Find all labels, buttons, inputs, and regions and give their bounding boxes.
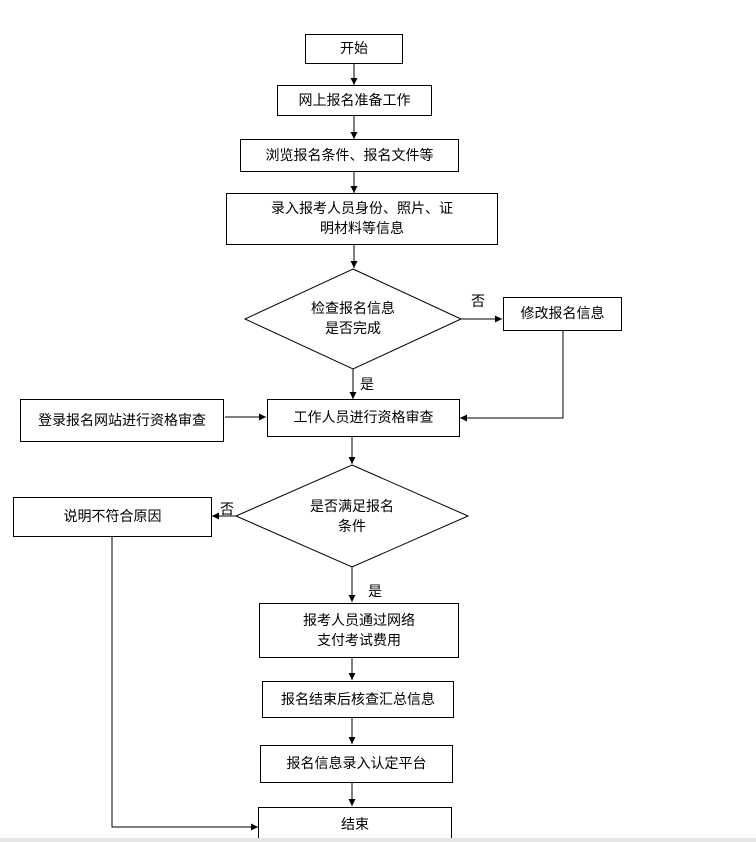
- prepare-label: 网上报名准备工作: [298, 92, 411, 109]
- pay-fee-node: 报考人员通过网络 支付考试费用: [259, 603, 459, 658]
- browse-node: 浏览报名条件、报名文件等: [240, 139, 459, 172]
- browse-label: 浏览报名条件、报名文件等: [265, 147, 434, 164]
- check-complete-label-line1: 检查报名信息: [311, 301, 395, 317]
- input-info-label-line1: 录入报考人员身份、照片、证: [271, 201, 453, 217]
- login-review-label: 登录报名网站进行资格审查: [38, 412, 206, 429]
- start-label: 开始: [340, 41, 368, 57]
- end-label: 结束: [341, 817, 369, 833]
- modify-node: 修改报名信息: [503, 297, 622, 331]
- explain-node: 说明不符合原因: [13, 497, 212, 537]
- entry-label: 报名信息录入认定平台: [286, 756, 427, 772]
- staff-review-node: 工作人员进行资格审查: [267, 399, 460, 437]
- pay-fee-label-line1: 报考人员通过网络: [303, 612, 415, 629]
- check-no-label: 否: [471, 294, 485, 310]
- check-complete-label-line2: 是否完成: [325, 321, 381, 337]
- input-info-node: 录入报考人员身份、照片、证 明材料等信息: [226, 193, 498, 245]
- explain-label: 说明不符合原因: [63, 509, 162, 525]
- input-info-label-line2: 明材料等信息: [320, 221, 404, 237]
- entry-node: 报名信息录入认定平台: [260, 745, 453, 783]
- verify-node: 报名结束后核查汇总信息: [262, 681, 454, 718]
- login-review-node: 登录报名网站进行资格审查: [20, 399, 224, 442]
- meet-yes-label: 是: [368, 584, 382, 600]
- arrow-modify-back-review: [460, 331, 564, 422]
- meet-conditions-label-line1: 是否满足报名: [310, 499, 394, 515]
- meet-conditions-text: 是否满足报名 条件: [282, 495, 422, 539]
- prepare-node: 网上报名准备工作: [277, 85, 432, 116]
- check-complete-text: 检查报名信息 是否完成: [285, 297, 421, 341]
- staff-review-label: 工作人员进行资格审查: [293, 410, 434, 426]
- bottom-edge-strip: [0, 838, 756, 842]
- modify-label: 修改报名信息: [520, 306, 605, 322]
- meet-no-label: 否: [220, 502, 234, 518]
- start-node: 开始: [305, 34, 403, 64]
- end-node: 结束: [258, 807, 452, 842]
- check-yes-label: 是: [360, 377, 374, 393]
- arrow-explain-end: [111, 537, 258, 831]
- meet-conditions-label-line2: 条件: [338, 519, 366, 535]
- verify-label: 报名结束后核查汇总信息: [281, 691, 435, 708]
- pay-fee-label-line2: 支付考试费用: [317, 632, 401, 649]
